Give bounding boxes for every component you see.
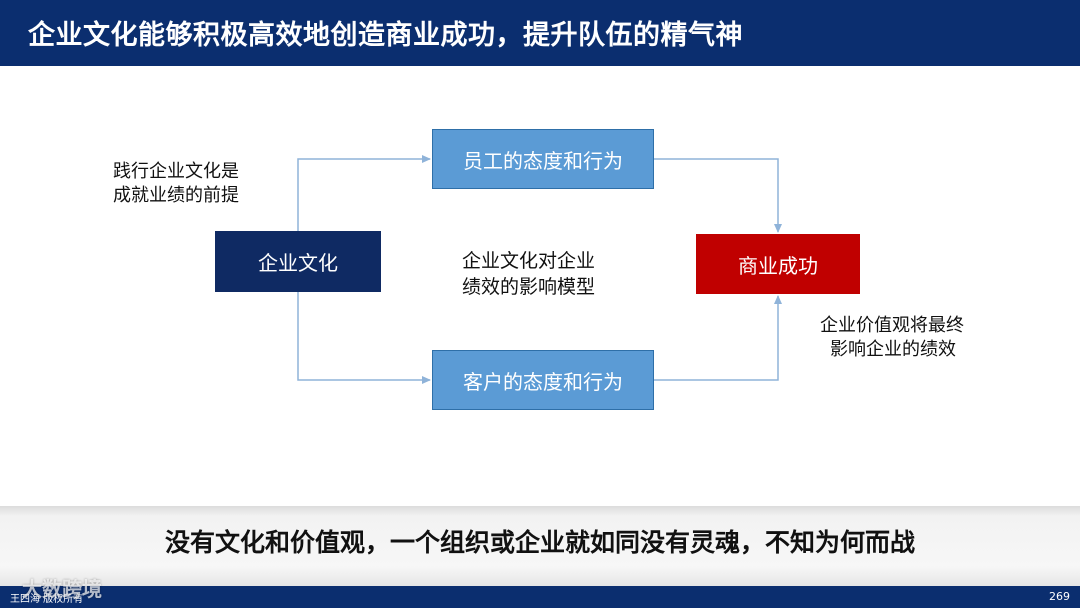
right-note-line-1: 企业价值观将最终 <box>820 315 964 336</box>
page-number: 269 <box>1049 590 1070 603</box>
title-bar: 企业文化能够积极高效地创造商业成功，提升队伍的精气神 <box>0 0 1080 66</box>
model-label-line-2: 绩效的影响模型 <box>462 276 596 298</box>
arrow-employee-to-success <box>654 158 782 233</box>
arrow-culture-to-employee <box>297 155 431 231</box>
model-label: 企业文化对企业 绩效的影响模型 <box>462 248 595 300</box>
left-note-line-2: 成就业绩的前提 <box>113 185 239 206</box>
arrow-customer-to-success <box>654 295 782 381</box>
watermark-logo: 大数跨境 <box>22 577 102 601</box>
arrow-culture-to-customer <box>297 292 431 384</box>
footer-bar: 王四海 版权所有 269 <box>0 586 1080 608</box>
right-note: 企业价值观将最终 影响企业的绩效 <box>820 314 964 362</box>
copyright-text: 王四海 版权所有 <box>10 594 84 605</box>
motto-band <box>0 506 1080 586</box>
motto-text: 没有文化和价值观，一个组织或企业就如同没有灵魂，不知为何而战 <box>164 528 915 557</box>
node-customer-behavior: 客户的态度和行为 <box>432 350 654 410</box>
left-note-line-1: 践行企业文化是 <box>113 161 239 182</box>
right-note-line-2: 影响企业的绩效 <box>830 339 956 360</box>
node-business-success: 商业成功 <box>696 234 860 294</box>
left-note: 践行企业文化是 成就业绩的前提 <box>113 160 239 208</box>
node-corporate-culture: 企业文化 <box>215 231 381 292</box>
model-label-line-1: 企业文化对企业 <box>462 250 596 272</box>
node-employee-behavior: 员工的态度和行为 <box>432 129 654 189</box>
page-title: 企业文化能够积极高效地创造商业成功，提升队伍的精气神 <box>28 20 743 51</box>
